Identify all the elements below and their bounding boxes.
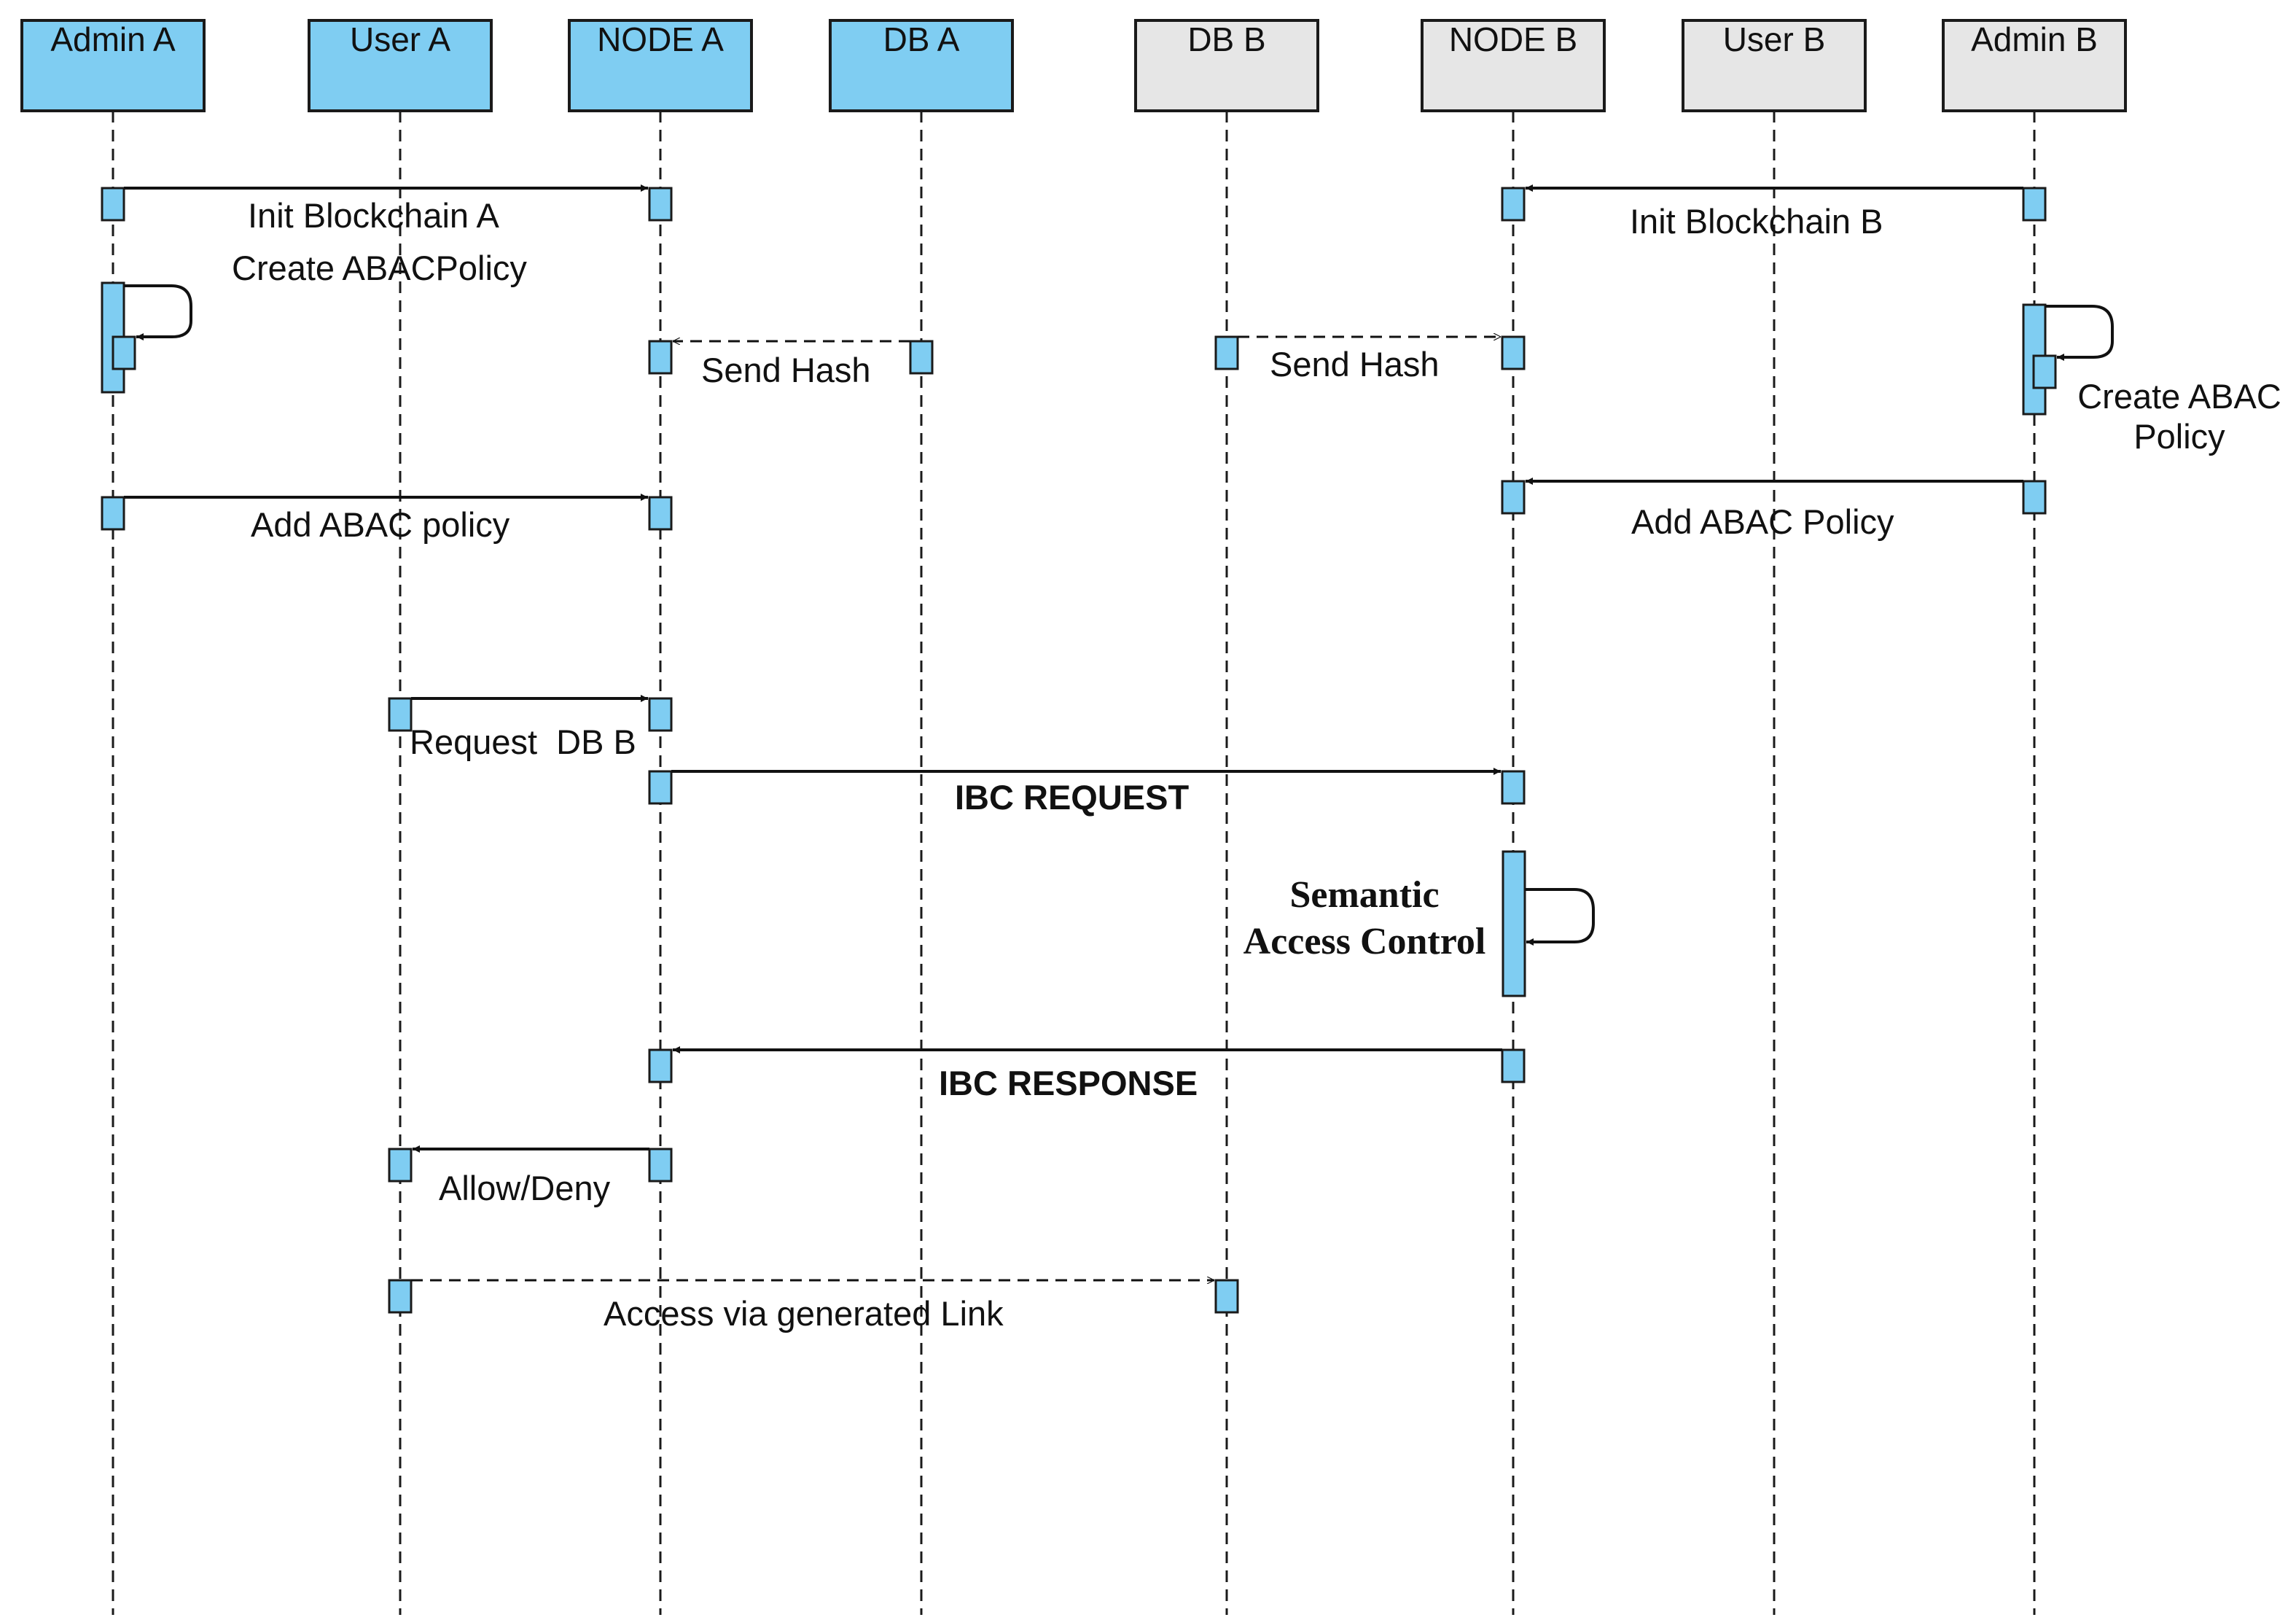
activation-box [648, 1148, 673, 1183]
activation-box [1214, 335, 1239, 370]
activation-box [2022, 480, 2047, 515]
activation-box [1501, 1048, 1526, 1083]
activation-box [1501, 335, 1526, 370]
label-init-blockchain-b: Init Blockchain B [1630, 202, 1883, 241]
activation-node-b-semantic [1502, 850, 1526, 997]
participant-user-b: User B [1682, 19, 1867, 112]
activation-box [388, 1148, 413, 1183]
activation-box [1501, 770, 1526, 805]
label-ibc-request: IBC REQUEST [955, 778, 1189, 817]
label-allow-deny: Allow/Deny [439, 1169, 611, 1207]
activation-box [1214, 1279, 1239, 1314]
activation-box [648, 770, 673, 805]
activation-box [388, 1279, 413, 1314]
activation-box [1501, 480, 1526, 515]
activation-box [101, 496, 125, 531]
participant-node-b: NODE B [1421, 19, 1606, 112]
participant-label-node-b: NODE B [1449, 20, 1577, 58]
activation-box [648, 187, 673, 222]
label-add-abac-policy-a: Add ABAC policy [251, 505, 510, 544]
label-create-abac-policy-a: Create ABACPolicy [232, 249, 527, 287]
activation-box [2032, 354, 2057, 389]
participant-node-a: NODE A [568, 19, 753, 112]
participant-db-a: DB A [829, 19, 1014, 112]
activation-box [112, 335, 136, 370]
participant-label-node-a: NODE A [597, 20, 724, 58]
participant-label-db-b: DB B [1187, 20, 1265, 58]
participant-label-user-b: User B [1723, 20, 1826, 58]
activation-box [909, 340, 934, 375]
label-access-via-link: Access via generated Link [604, 1294, 1004, 1333]
participant-db-b: DB B [1134, 19, 1319, 112]
label-request-db-b: Request DB B [410, 723, 636, 761]
label-ibc-response: IBC RESPONSE [939, 1064, 1198, 1102]
activation-box [2022, 187, 2047, 222]
label-send-hash-a: Send Hash [701, 351, 871, 389]
activation-box [648, 340, 673, 375]
label-send-hash-b: Send Hash [1270, 345, 1440, 383]
arrow-create-abac-policy-a [124, 284, 192, 340]
label-add-abac-policy-b: Add ABAC Policy [1631, 502, 1894, 541]
arrow-semantic-access-control [1525, 888, 1595, 946]
activation-box [648, 1048, 673, 1083]
participant-admin-b: Admin B [1942, 19, 2127, 112]
activation-box [101, 187, 125, 222]
arrow-create-abac-policy-b [2045, 305, 2114, 361]
label-create-abac-b-line-2: Policy [2133, 417, 2225, 456]
participant-label-admin-a: Admin A [50, 20, 176, 58]
activation-box [648, 496, 673, 531]
participant-label-db-a: DB A [883, 20, 960, 58]
label-init-blockchain-a: Init Blockchain A [248, 196, 500, 235]
activation-box [1501, 187, 1526, 222]
label-semantic-line-1: Semantic [1289, 874, 1439, 916]
label-semantic-line-2: Access Control [1243, 921, 1486, 962]
activation-box [388, 697, 413, 732]
participant-label-user-a: User A [350, 20, 450, 58]
label-create-abac-b-line-1: Create ABAC [2077, 377, 2281, 416]
participant-admin-a: Admin A [20, 19, 206, 112]
participant-user-a: User A [308, 19, 493, 112]
activation-box [648, 697, 673, 732]
participant-label-admin-b: Admin B [1971, 20, 2098, 58]
